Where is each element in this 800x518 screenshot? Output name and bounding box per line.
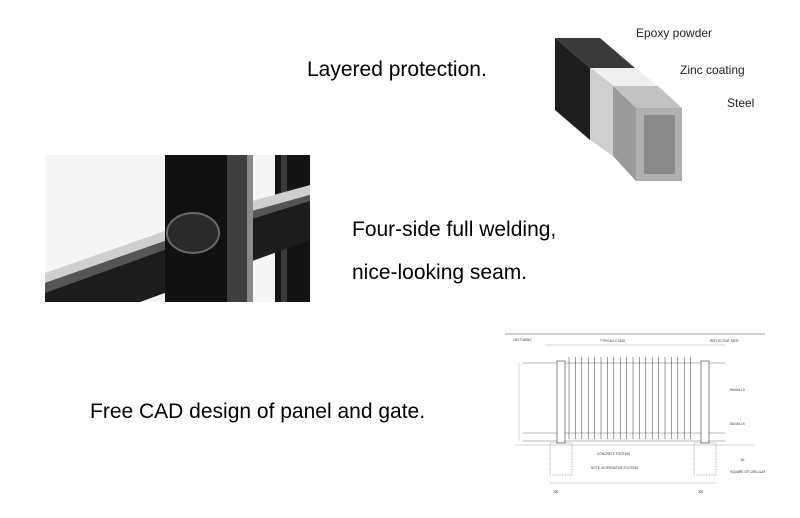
label-epoxy-powder: Epoxy powder [636, 28, 712, 40]
svg-text:300: 300 [698, 490, 704, 494]
svg-text:300: 300 [553, 490, 559, 494]
cad-drawing-image: TYPICALLY 2400 13H TUBING REFLECTIVE TAP… [505, 333, 765, 503]
caption-four-side-welding: Four-side full welding, [352, 218, 557, 241]
svg-text:13H TUBING: 13H TUBING [513, 338, 532, 342]
caption-free-cad-design: Free CAD design of panel and gate. [90, 400, 426, 423]
svg-text:AL: AL [741, 458, 745, 462]
svg-text:TYPICALLY 2400: TYPICALLY 2400 [600, 339, 625, 343]
label-steel: Steel [727, 96, 754, 110]
caption-layered-protection: Layered protection. [307, 58, 487, 81]
svg-text:SQUARE OF CIRCULAR: SQUARE OF CIRCULAR [730, 470, 765, 474]
svg-text:50x50x1.5: 50x50x1.5 [730, 388, 745, 392]
welding-photo [45, 155, 310, 302]
svg-text:REFLECTIVE TAPE: REFLECTIVE TAPE [710, 339, 739, 343]
svg-text:NOTE: ALTERNATIVE FOOTING: NOTE: ALTERNATIVE FOOTING [591, 466, 639, 470]
svg-text:50x15x1.5: 50x15x1.5 [730, 422, 745, 426]
svg-text:CONCRETE FOOTING: CONCRETE FOOTING [597, 452, 631, 456]
caption-nice-looking-seam: nice-looking seam. [352, 261, 528, 284]
layered-tube-image: Epoxy powder Zinc coating Steel [555, 28, 754, 181]
label-zinc-coating: Zinc coating [680, 63, 745, 77]
